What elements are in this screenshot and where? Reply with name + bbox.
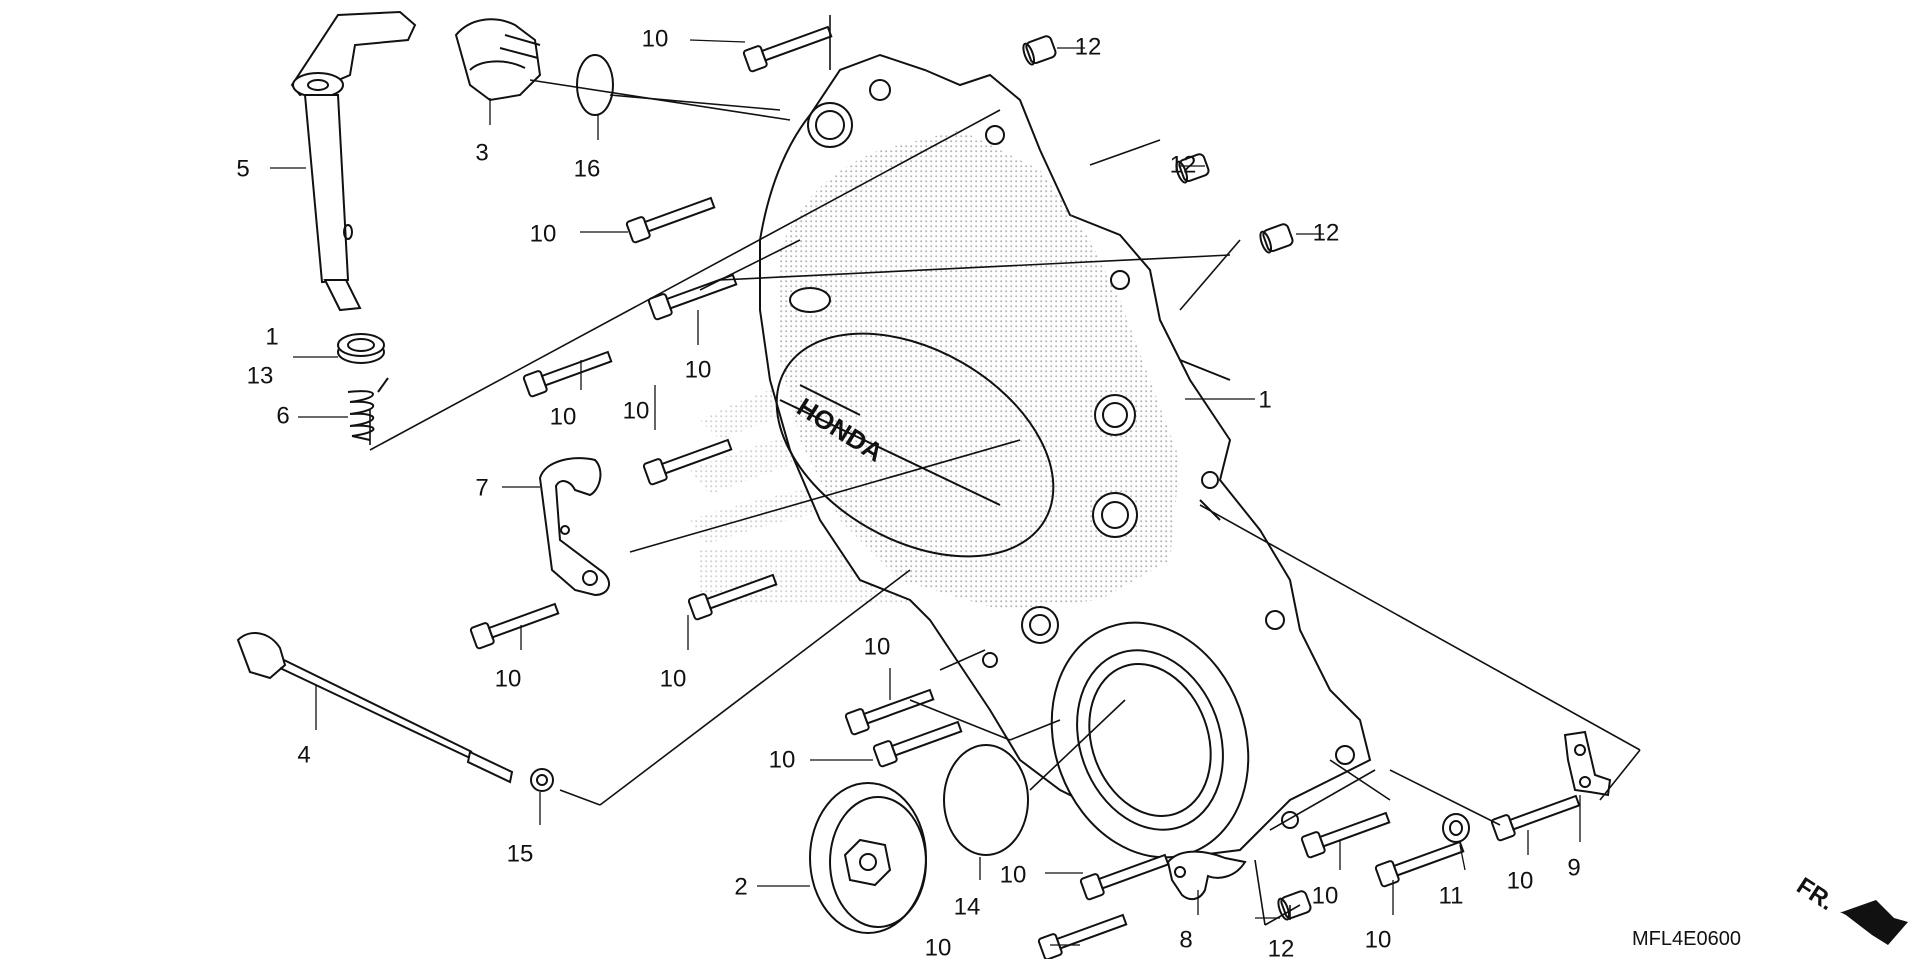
part-2-hole-cap [809,782,927,934]
callout-c-12-c: 12 [1313,219,1340,246]
callout-c-14: 14 [954,893,981,920]
callout-c-2: 2 [734,873,747,900]
callout-c-7: 7 [475,474,488,501]
callout-c-6: 6 [276,402,289,429]
bolts [469,25,1581,961]
part-6-spring [347,377,389,441]
callout-c-4: 4 [297,741,310,768]
callout-c-10-f: 10 [864,633,891,660]
dowel-pin-12b [1175,153,1210,184]
callout-c-9: 9 [1567,854,1580,881]
callout-c-3: 3 [475,139,488,166]
callout-c-1-a: 1 [265,323,278,350]
part-8-clip [1166,850,1247,901]
part-15-washer [530,768,554,792]
callout-c-10-g: 10 [495,665,522,692]
part-3-filler-cap [454,18,542,102]
front-direction-arrow-icon [1840,900,1908,945]
part-9-bracket [1563,730,1612,797]
callout-c-10-k: 10 [1312,882,1339,909]
callout-c-8: 8 [1179,926,1192,953]
dowel-pin-12a [1022,35,1057,66]
callout-c-5: 5 [236,155,249,182]
callout-c-10-a: 10 [642,25,669,52]
callout-c-10-m: 10 [1365,926,1392,953]
front-direction-label: FR. [1792,872,1839,916]
callout-c-15: 15 [507,840,534,867]
callout-c-16: 16 [574,155,601,182]
part-5-spindle [290,10,417,312]
callout-c-10-e: 10 [623,397,650,424]
callout-c-10-n: 10 [925,934,952,959]
callout-c-13: 13 [247,362,274,389]
part-13-oil-seal [337,333,385,364]
callout-c-10-d: 10 [550,403,577,430]
callout-c-12-d: 12 [1268,935,1295,959]
callout-c-10-c: 10 [685,356,712,383]
callout-c-12-a: 12 [1075,33,1102,60]
part-4-dipstick [236,632,514,784]
part-7-clamp [538,457,610,597]
diagram-code: MFL4E0600 [1632,928,1741,950]
callout-c-10-i: 10 [769,746,796,773]
callout-c-11: 11 [1439,882,1464,909]
part-14-o-ring [943,744,1029,856]
callout-c-12-b: 12 [1170,151,1197,178]
callout-c-10-b: 10 [530,220,557,247]
part-11-washer [1442,813,1470,843]
callout-c-10-l: 10 [1507,867,1534,894]
part-16-o-ring [576,54,614,116]
callout-c-10-h: 10 [660,665,687,692]
callout-c-10-j: 10 [1000,861,1027,888]
dowel-pin-12c [1259,223,1294,254]
crankcase-cover-part [759,53,1372,859]
leader-lines [270,15,1641,946]
callout-c-1-b: 1 [1258,386,1271,413]
